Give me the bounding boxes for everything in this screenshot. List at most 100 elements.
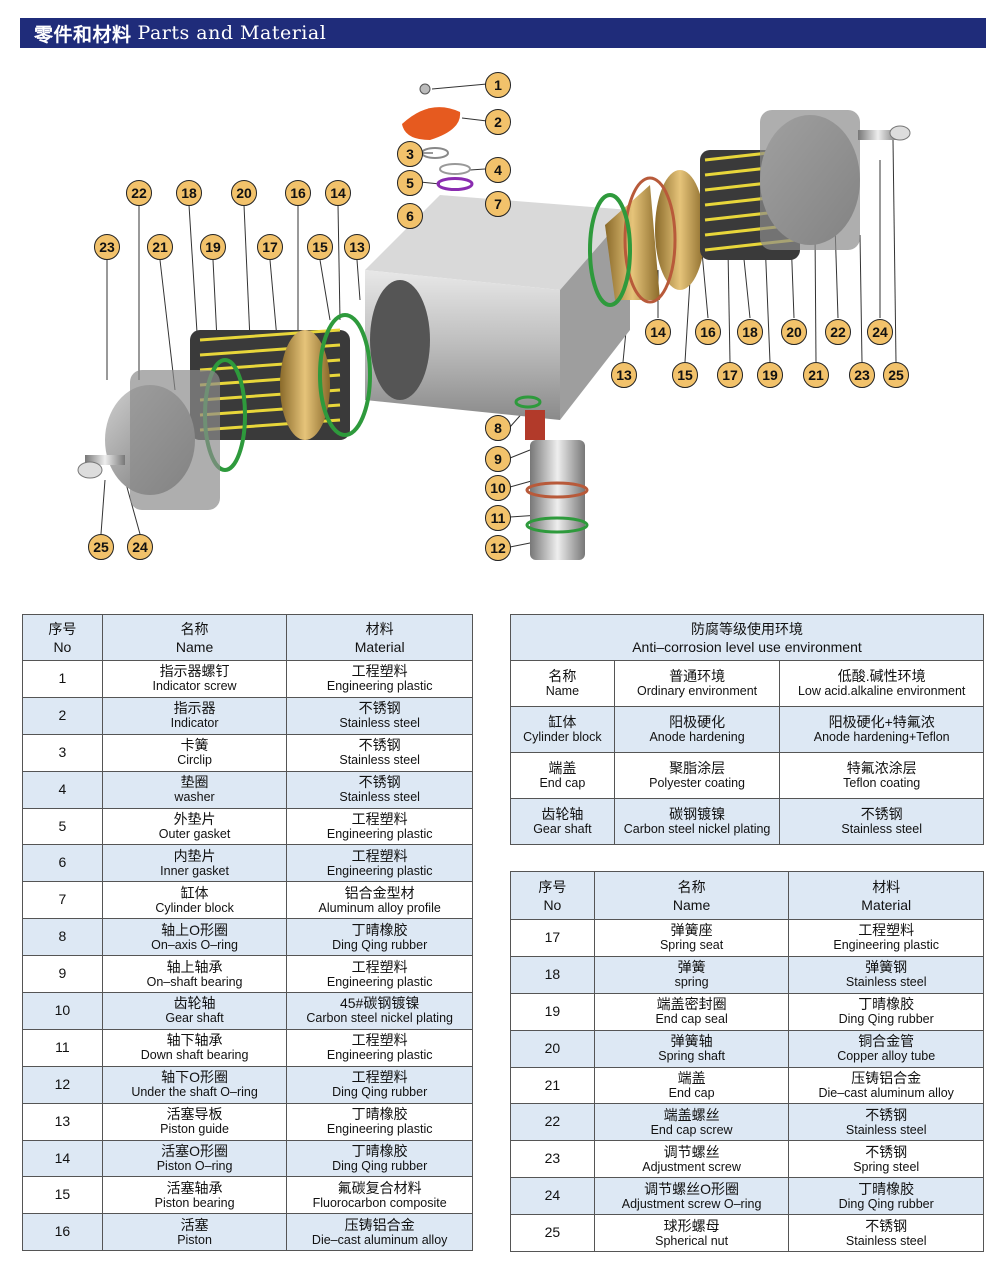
part-number: 1 — [22, 660, 103, 698]
callout-9: 9 — [485, 446, 511, 472]
callout-5: 5 — [397, 170, 423, 196]
part-number: 2 — [22, 696, 103, 735]
callout-21-left: 21 — [147, 234, 173, 260]
callout-7: 7 — [485, 191, 511, 217]
callout-21-right: 21 — [803, 362, 829, 388]
callout-6: 6 — [397, 203, 423, 229]
callout-11: 11 — [485, 505, 511, 531]
callout-20-right: 20 — [781, 319, 807, 345]
callout-10: 10 — [485, 475, 511, 501]
callout-13-left: 13 — [344, 234, 370, 260]
part-number: 19 — [510, 992, 595, 1031]
part-number: 16 — [22, 1213, 103, 1252]
callout-17-left: 17 — [257, 234, 283, 260]
part-number: 15 — [22, 1176, 103, 1215]
callout-1: 1 — [485, 72, 511, 98]
part-number: 13 — [22, 1102, 103, 1141]
part-number: 14 — [22, 1139, 103, 1178]
callout-16-left: 16 — [285, 180, 311, 206]
callout-12: 12 — [485, 535, 511, 561]
part-number: 6 — [22, 844, 103, 883]
callout-25-right: 25 — [883, 362, 909, 388]
part-number: 8 — [22, 918, 103, 957]
callout-2: 2 — [485, 109, 511, 135]
part-number: 22 — [510, 1103, 595, 1142]
part-number: 4 — [22, 770, 103, 809]
callout-4: 4 — [485, 157, 511, 183]
part-number: 17 — [510, 919, 595, 957]
callout-14-right: 14 — [645, 319, 671, 345]
part-number: 11 — [22, 1028, 103, 1067]
callout-23-left: 23 — [94, 234, 120, 260]
actuator-illustration — [77, 83, 911, 560]
callout-20-left: 20 — [231, 180, 257, 206]
callout-14-left: 14 — [325, 180, 351, 206]
part-number: 21 — [510, 1066, 595, 1105]
part-number: 9 — [22, 955, 103, 994]
callout-16-right: 16 — [695, 319, 721, 345]
part-number: 12 — [22, 1065, 103, 1104]
callout-18-right: 18 — [737, 319, 763, 345]
callout-25-left: 25 — [88, 534, 114, 560]
callout-22-left: 22 — [126, 180, 152, 206]
callout-24-left: 24 — [127, 534, 153, 560]
